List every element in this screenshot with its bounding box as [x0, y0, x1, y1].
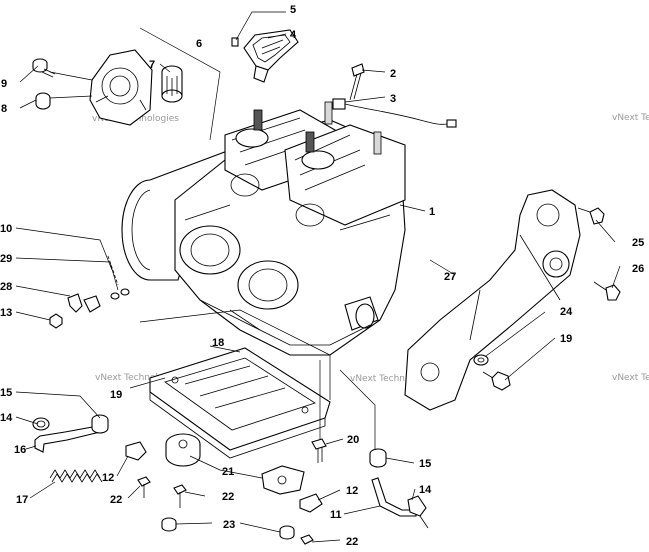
part-17-spring	[49, 469, 103, 483]
callout-11: 11	[330, 509, 342, 521]
watermark-4: vNext Technologies	[95, 373, 182, 383]
callout-16: 16	[14, 444, 26, 456]
part-23-bolt-left	[161, 517, 177, 532]
callout-2: 2	[390, 68, 396, 80]
callout-29: 29	[0, 253, 12, 265]
part-15-cap-right	[369, 448, 387, 468]
callout-25: 25	[632, 237, 644, 249]
part-22-bolt-center	[173, 484, 187, 508]
part-12-clamp-left	[125, 441, 147, 461]
callout-9: 9	[1, 78, 7, 90]
callout-3: 3	[390, 93, 396, 105]
callout-4: 4	[290, 29, 297, 41]
callout-27: 27	[444, 271, 456, 283]
part-7-filter	[161, 65, 183, 103]
part-21-mount-left	[165, 433, 201, 467]
part-14-clamp-right	[407, 495, 429, 529]
part-4-handle	[231, 29, 299, 83]
callout-8: 8	[1, 103, 7, 115]
callout-12-right: 12	[346, 485, 358, 497]
callout-22-center: 22	[222, 491, 234, 503]
callouts: 9 8 6 7 5 4 2 3 1 25 26 27 24 19 10 29 2…	[0, 4, 644, 548]
callout-14-right: 14	[419, 484, 432, 496]
part-6-cover	[89, 49, 153, 126]
part-23-bolt-right	[279, 525, 295, 540]
part-25-bolt	[577, 207, 605, 225]
watermark-2: vNext Technologies	[612, 113, 649, 123]
part-18-mount-plate	[149, 347, 331, 459]
engine-block	[121, 101, 406, 356]
part-10-rod	[107, 255, 119, 286]
callout-17: 17	[16, 494, 28, 506]
part-22-bolt-right	[300, 534, 314, 545]
part-9-bolt	[32, 58, 56, 78]
watermark-3: vNext Technologies	[350, 374, 437, 384]
callout-5: 5	[290, 4, 296, 16]
callout-19-right: 19	[560, 333, 572, 345]
callout-15-right: 15	[419, 458, 431, 470]
callout-20: 20	[347, 434, 359, 446]
part-27-bracket	[404, 189, 581, 411]
callout-19-left: 19	[110, 389, 122, 401]
part-15-cap-left	[91, 414, 109, 434]
part-29-spring	[110, 288, 130, 300]
part-22-bolt-left	[137, 476, 151, 498]
callout-24: 24	[560, 306, 573, 318]
part-26-bolt	[593, 281, 621, 301]
callout-21: 21	[222, 466, 234, 478]
callout-23: 23	[223, 519, 235, 531]
callout-14-left: 14	[0, 412, 13, 424]
part-14-clamp-left	[32, 417, 50, 431]
part-28-bracket	[67, 293, 101, 313]
leader-lines	[15, 11, 621, 543]
callout-12-left: 12	[102, 472, 114, 484]
part-21-mount-right	[261, 465, 305, 495]
callout-22-right: 22	[346, 536, 358, 548]
part-12-clamp-right	[299, 493, 323, 513]
part-8-washer	[35, 92, 51, 110]
callout-18: 18	[212, 337, 224, 349]
callout-13: 13	[0, 307, 12, 319]
part-20-bolt	[311, 438, 327, 463]
watermark-5: vNext Technologies	[612, 373, 649, 383]
part-13-nut	[49, 313, 63, 329]
callout-7: 7	[149, 59, 155, 71]
callout-6: 6	[196, 38, 202, 50]
part-5-clip	[231, 37, 239, 47]
callout-26: 26	[632, 263, 644, 275]
callout-10: 10	[0, 223, 12, 235]
part-2-bolt	[349, 63, 365, 101]
callout-15-left: 15	[0, 387, 12, 399]
part-19-bolt-right	[482, 371, 511, 391]
part-24-washer	[473, 354, 489, 366]
callout-1: 1	[429, 206, 435, 218]
callout-28: 28	[0, 281, 12, 293]
part-3-sensor	[332, 98, 457, 128]
callout-22-left: 22	[110, 494, 122, 506]
